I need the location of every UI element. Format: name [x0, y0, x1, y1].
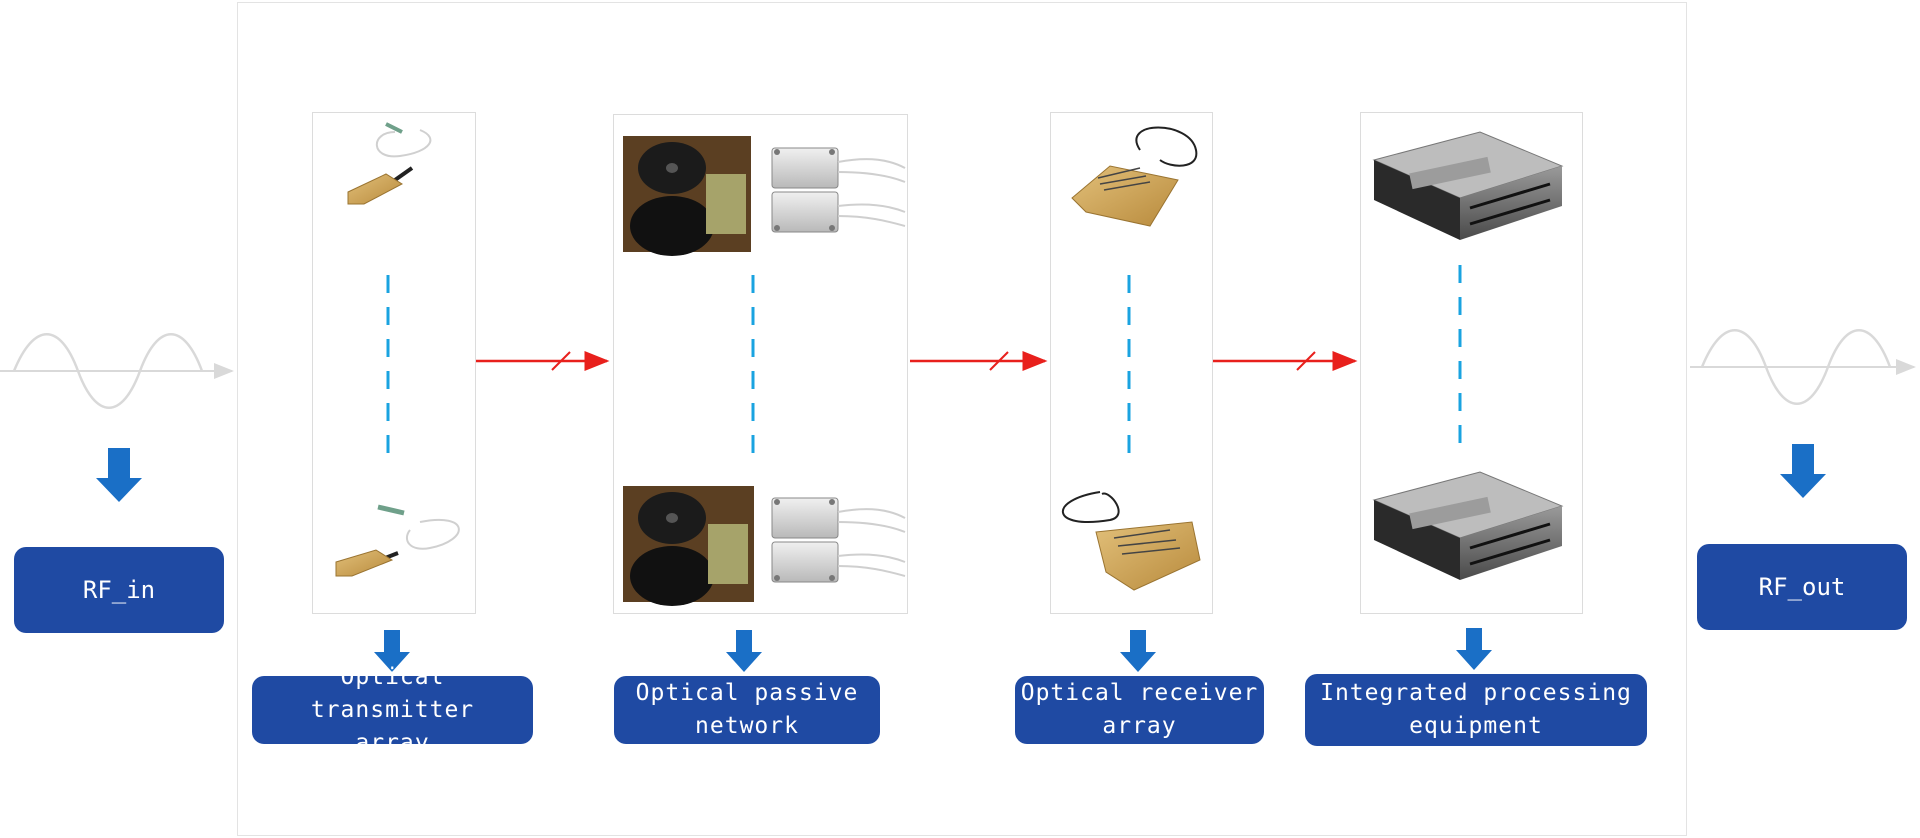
rf-in-label: RF_in [82, 576, 156, 604]
transmitter-panel [312, 112, 476, 614]
receiver-label-line2: array [1102, 713, 1177, 739]
rf-out-down-arrow [1780, 444, 1826, 498]
rf-out-box: RF_out [1697, 544, 1907, 630]
processing-label-line2: equipment [1409, 713, 1543, 739]
rack-chassis-image-top [1372, 131, 1564, 240]
fiber-spool-photo-bottom [623, 486, 754, 606]
rf-in-down-arrow [96, 448, 142, 502]
passive-network-label-box: Optical passive network [614, 676, 880, 744]
receiver-down-arrow [1120, 630, 1156, 672]
passive-down-arrow [726, 630, 762, 672]
rf-in-waveform [0, 333, 234, 409]
passive-network-label-line2: network [695, 713, 799, 739]
fiber-spool-photo-top [623, 136, 751, 256]
transmitter-down-arrow [374, 630, 410, 672]
transmitter-label-line1: Optical transmitter [310, 663, 475, 723]
rf-in-box: RF_in [14, 547, 224, 633]
rf-out-label: RF_out [1758, 573, 1846, 601]
laser-module-image-top [347, 122, 432, 205]
rack-chassis-image-bottom [1372, 471, 1564, 580]
splitter-modules-top [771, 147, 906, 233]
receiver-label-box: Optical receiver array [1015, 676, 1264, 744]
rf-out-waveform [1690, 329, 1916, 405]
splitter-modules-bottom [771, 497, 906, 583]
receiver-board-image-top [1071, 126, 1198, 227]
transmitter-label-box: Optical transmitter array [252, 664, 533, 756]
receiver-board-image-bottom [1062, 491, 1201, 591]
system-frame [237, 2, 1687, 836]
transmitter-label-line2: array [355, 729, 430, 756]
processing-down-arrow [1456, 628, 1492, 670]
down-arrows [96, 444, 1826, 672]
receiver-label-line1: Optical receiver [1020, 680, 1259, 706]
processing-label-line1: Integrated processing [1320, 680, 1632, 706]
laser-module-image-bottom [335, 504, 460, 577]
processing-label-box: Integrated processing equipment [1305, 674, 1647, 746]
signal-arrow-2 [910, 351, 1048, 371]
passive-network-label-line1: Optical passive [635, 680, 859, 706]
signal-arrow-3 [1213, 351, 1358, 371]
signal-arrow-1 [476, 351, 610, 371]
